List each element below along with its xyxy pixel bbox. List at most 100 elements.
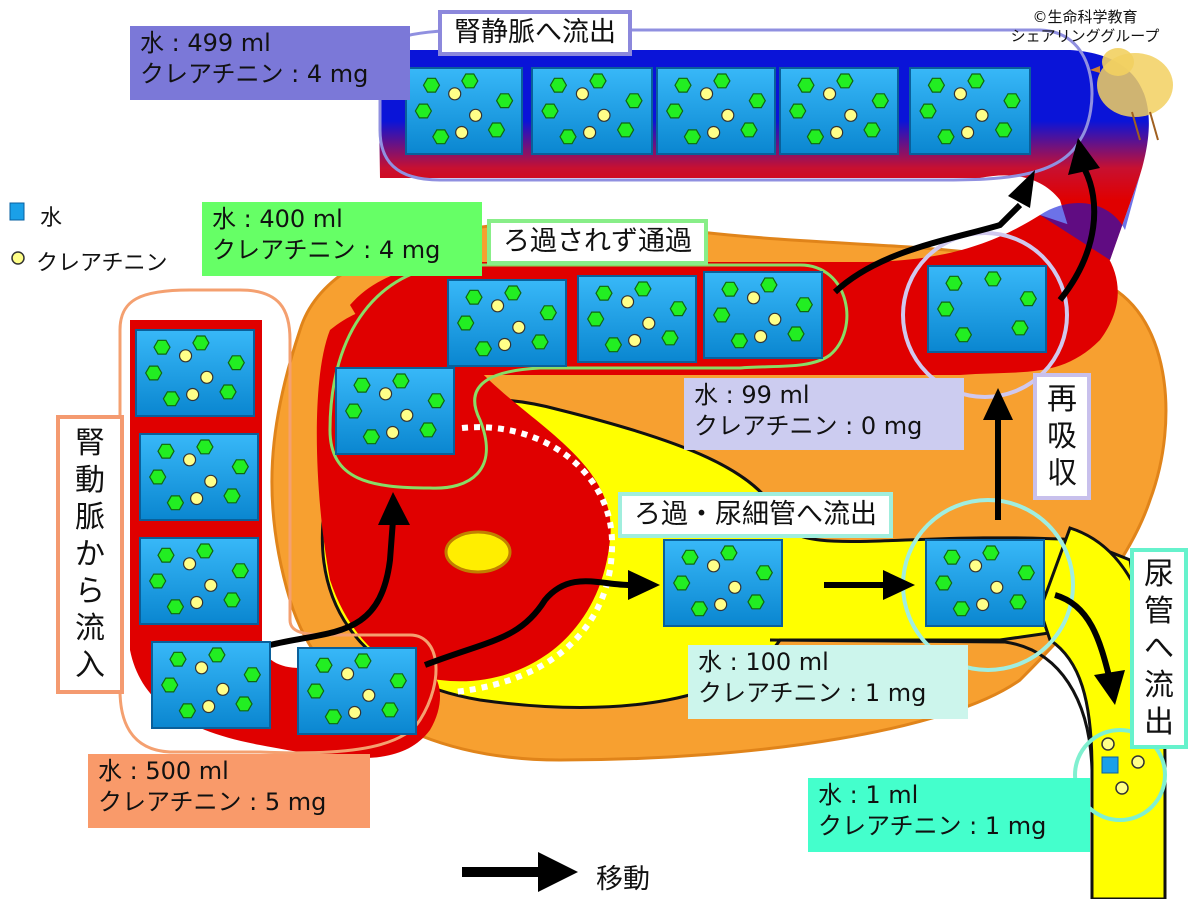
creatinine-dot (597, 108, 611, 122)
legend-water-label: 水 (40, 206, 63, 231)
water-cell-vein (909, 67, 1031, 155)
water-cell-filt (663, 539, 783, 627)
creatinine-dot (455, 125, 469, 140)
water-cell-filt (925, 539, 1045, 627)
creatinine-dot (200, 370, 214, 384)
green-hexagon-icon (457, 315, 475, 331)
info-artery-water: 水 : 500 ml (98, 757, 229, 785)
creatinine-dot (830, 125, 844, 140)
green-hexagon-icon (414, 103, 433, 119)
green-hexagon-icon (755, 565, 773, 581)
green-hexagon-icon (967, 73, 985, 89)
creatinine-dot (182, 453, 197, 467)
green-hexagon-icon (178, 703, 197, 719)
water-cell-vein (656, 67, 776, 155)
creatinine-dot (386, 425, 400, 440)
urine-char-4: 流 (1144, 668, 1174, 703)
green-hexagon-icon (616, 122, 635, 138)
green-hexagon-icon (982, 545, 1000, 561)
info-vein-water: 水 : 499 ml (140, 29, 271, 57)
water-cell-artery (139, 537, 259, 625)
green-hexagon-icon (157, 443, 175, 459)
urine-water-cube (1101, 756, 1119, 774)
water-cell-passed (577, 275, 697, 363)
green-hexagon-icon (994, 122, 1013, 138)
green-hexagon-icon (223, 592, 241, 608)
green-hexagon-icon (681, 549, 699, 565)
chick-mascot (1090, 48, 1173, 141)
info-passed-water: 水 : 400 ml (212, 205, 343, 233)
green-hexagon-icon (871, 93, 889, 109)
green-hexagon-icon (362, 429, 381, 445)
creatinine-dot (204, 474, 218, 488)
green-hexagon-icon (196, 543, 214, 559)
green-hexagon-icon (243, 667, 261, 683)
water-cell-vein (531, 67, 653, 155)
green-hexagon-icon (634, 281, 652, 297)
creatinine-dot (714, 597, 728, 612)
creatinine-dot (186, 387, 200, 402)
green-hexagon-icon (806, 129, 825, 145)
artery-outline (118, 288, 438, 755)
green-hexagon-icon (836, 73, 854, 89)
green-hexagon-icon (539, 305, 557, 321)
water-cell-passed (447, 279, 567, 367)
water-cell-passed (335, 367, 455, 455)
green-hexagon-icon (392, 373, 410, 389)
descending-vessel (1040, 175, 1140, 260)
green-hexagon-icon (797, 77, 815, 93)
info-reabs-water: 水 : 99 ml (694, 381, 810, 409)
info-passed-creatinine: クレアチニン : 4 mg (212, 236, 441, 264)
green-hexagon-icon (227, 355, 245, 371)
green-hexagon-icon (432, 129, 450, 145)
creatinine-dot (490, 299, 505, 313)
green-hexagon-icon (419, 422, 437, 438)
title-renal-vein: 腎静脈へ流出 (438, 10, 632, 56)
urine-char-1: 尿 (1144, 557, 1174, 592)
green-hexagon-icon (531, 334, 549, 350)
green-hexagon-icon (161, 677, 179, 693)
green-hexagon-icon (730, 333, 749, 349)
bowman-capsule-edge (454, 424, 616, 695)
info-artery-creatinine: クレアチニン : 5 mg (98, 788, 327, 816)
reabsorb-circle (901, 231, 1069, 399)
creatinine-dot (754, 329, 768, 344)
creatinine-dot (620, 295, 635, 309)
green-hexagon-icon (157, 547, 175, 563)
copyright-line2: シェアリンググループ (1010, 27, 1160, 45)
green-hexagon-icon (943, 549, 961, 565)
water-cell-artery (297, 647, 417, 735)
green-hexagon-icon (690, 601, 709, 617)
urine-char-5: 出 (1144, 705, 1174, 740)
title-renal-artery: 腎 動 脈 か ら 流 入 (56, 415, 124, 694)
creatinine-dot (746, 291, 761, 305)
creatinine-dot (706, 559, 721, 573)
green-hexagon-icon (559, 129, 577, 145)
green-hexagon-icon (465, 289, 483, 305)
urine-creatinine-3 (1115, 781, 1129, 795)
green-hexagon-icon (495, 93, 514, 109)
green-hexagon-icon (235, 696, 253, 712)
creatinine-dot (976, 597, 990, 612)
creatinine-dot (968, 559, 983, 573)
green-hexagon-icon (927, 77, 946, 93)
green-hexagon-icon (354, 653, 372, 669)
green-hexagon-icon (740, 122, 758, 138)
green-hexagon-icon (587, 311, 605, 327)
green-hexagon-icon (748, 93, 766, 109)
green-hexagon-icon (787, 326, 805, 342)
creatinine-dot (953, 87, 968, 101)
green-hexagon-icon (223, 488, 241, 504)
green-hexagon-icon (153, 339, 171, 355)
green-hexagon-icon (954, 327, 973, 343)
green-hexagon-icon (345, 403, 363, 419)
green-hexagon-icon (952, 601, 971, 617)
green-hexagon-icon (604, 337, 623, 353)
green-hexagon-icon (937, 301, 955, 317)
artery-char-3: 脈 (75, 500, 105, 535)
green-hexagon-icon (1011, 320, 1029, 336)
info-urine: 水 : 1 ml クレアチニン : 1 mg (808, 778, 1090, 852)
title-not-filtered: ろ過されず通過 (487, 219, 708, 265)
copyright: ©生命科学教育 シェアリンググループ (1000, 8, 1170, 46)
green-hexagon-icon (149, 573, 167, 589)
